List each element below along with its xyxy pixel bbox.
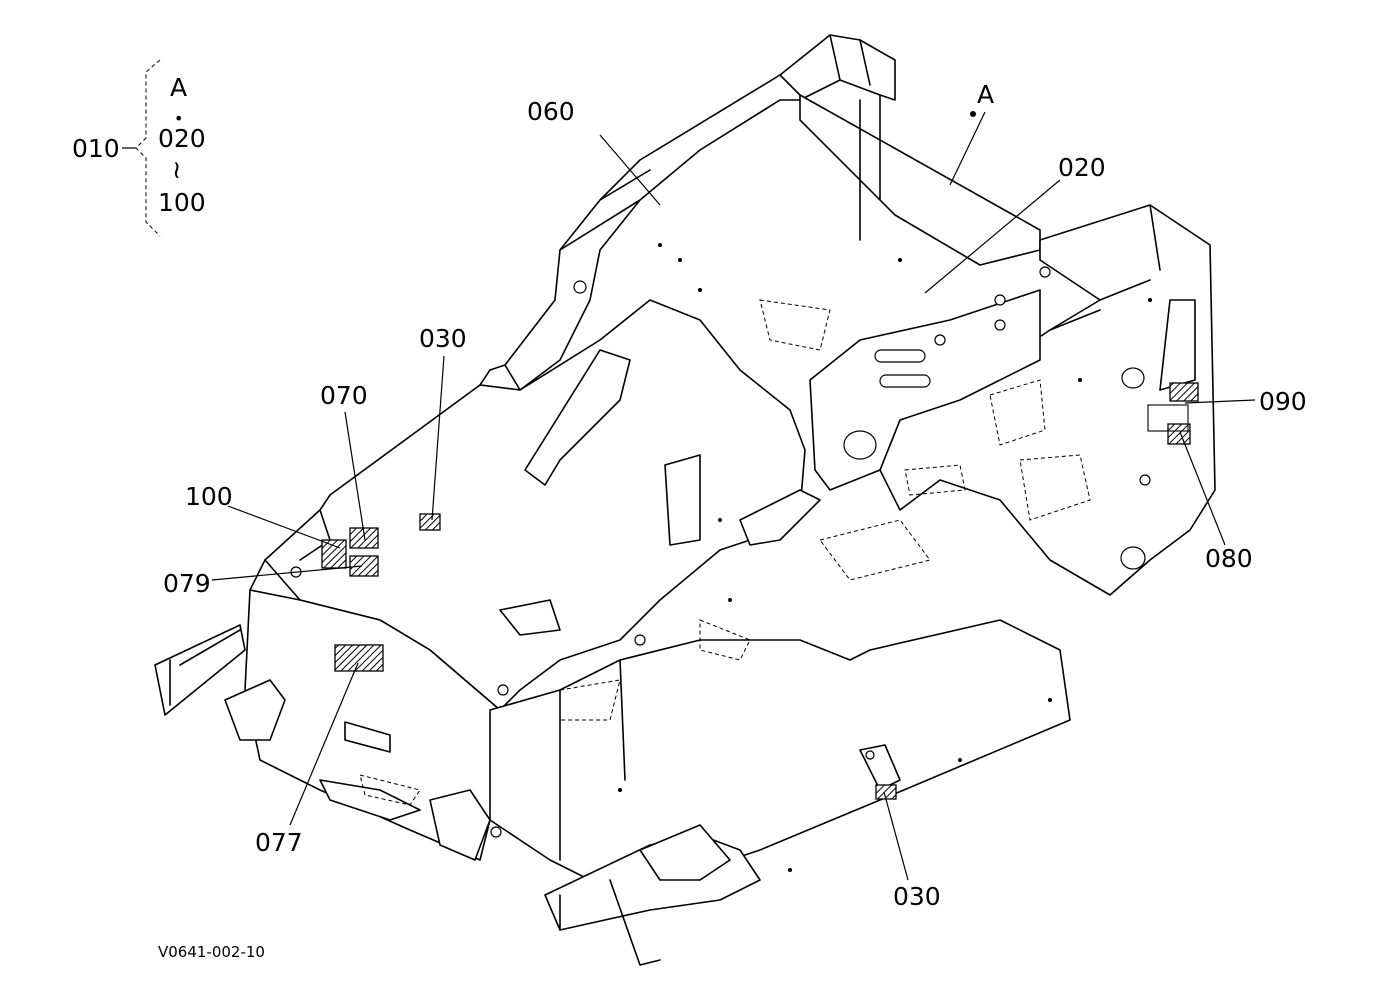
group-bracket: 010 A • 020 ≀ 100 xyxy=(72,59,206,237)
callout-030-top: 030 xyxy=(419,324,467,353)
frame-body xyxy=(154,34,1216,966)
callout-060: 060 xyxy=(527,97,575,126)
group-ref-letter: A xyxy=(170,73,187,102)
callout-070: 070 xyxy=(320,381,368,410)
callout-077: 077 xyxy=(255,828,303,857)
fastener-dots xyxy=(618,243,1152,872)
callout-A: A xyxy=(977,80,994,109)
callout-labels: 060 A 020 030 070 100 079 090 080 077 03… xyxy=(163,80,1307,911)
callout-030-bottom: 030 xyxy=(893,882,941,911)
group-range-sep: ≀ xyxy=(172,155,181,184)
leader-lines xyxy=(211,111,1256,881)
callout-020: 020 xyxy=(1058,153,1106,182)
drawing-code: V0641-002-10 xyxy=(158,943,265,961)
group-range-end: 100 xyxy=(158,188,206,217)
group-main-label: 010 xyxy=(72,134,120,163)
callout-100: 100 xyxy=(185,482,233,511)
group-bullet: • xyxy=(174,109,183,128)
group-range-start: 020 xyxy=(158,124,206,153)
callout-080: 080 xyxy=(1205,544,1253,573)
callout-079: 079 xyxy=(163,569,211,598)
callout-090: 090 xyxy=(1259,387,1307,416)
